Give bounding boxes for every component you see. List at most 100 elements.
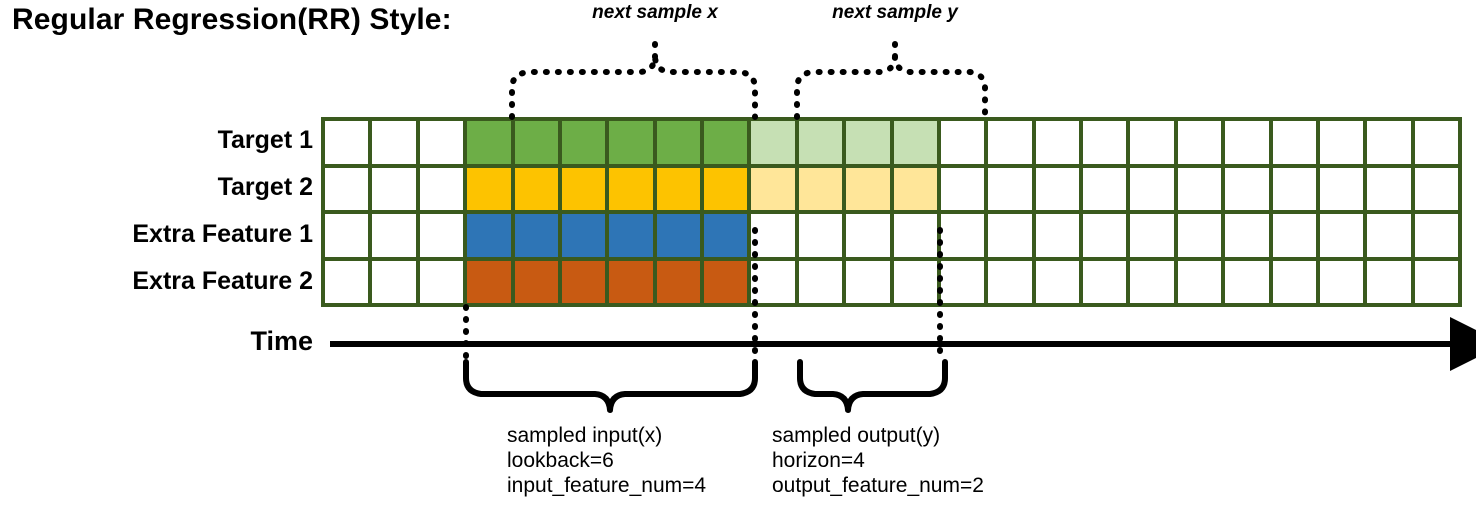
grid-cell-r2-c12 — [846, 167, 890, 210]
grid-cell-r1-c13 — [893, 121, 937, 164]
grid-cell-r3-c12 — [846, 214, 890, 257]
grid-cell-r4-c22 — [1319, 260, 1364, 303]
grid-cell-r3-c1 — [325, 214, 369, 257]
grid-cell-r1-c3 — [419, 121, 464, 164]
grid-cell-r2-c8 — [656, 167, 700, 210]
row-label-target-2: Target 2 — [217, 173, 313, 201]
grid-cell-r1-c11 — [798, 121, 843, 164]
caption-input-line-1: sampled input(x) — [507, 424, 663, 447]
grid-cell-r1-c9 — [704, 121, 748, 164]
grid-cell-r2-c17 — [1083, 167, 1127, 210]
grid-cell-r1-c5 — [514, 121, 558, 164]
grid-cell-r3-c14 — [940, 214, 985, 257]
grid-cell-r4-c17 — [1083, 260, 1127, 303]
caption-input-line-2: lookback=6 — [507, 449, 614, 472]
grid-cell-r1-c8 — [656, 121, 700, 164]
grid-cell-r2-c16 — [1035, 167, 1079, 210]
brace-sampled-input — [463, 359, 758, 413]
grid-cell-r4-c18 — [1130, 260, 1174, 303]
caption-sampled-input: sampled input(x) lookback=6 input_featur… — [507, 423, 706, 498]
grid-cell-r2-c9 — [704, 167, 748, 210]
annotation-next-sample-x: next sample x — [592, 2, 718, 23]
grid-cell-r3-c16 — [1035, 214, 1079, 257]
grid-cell-r3-c22 — [1319, 214, 1364, 257]
grid-cell-r2-c6 — [561, 167, 606, 210]
grid-cell-r4-c8 — [656, 260, 700, 303]
grid-cell-r3-c6 — [561, 214, 606, 257]
grid-cell-r2-c10 — [751, 167, 795, 210]
grid-cell-r3-c2 — [372, 214, 416, 257]
caption-output-line-2: horizon=4 — [772, 449, 865, 472]
grid-cell-r3-c7 — [609, 214, 653, 257]
grid-cell-r4-c11 — [798, 260, 843, 303]
grid-cell-r4-c6 — [561, 260, 606, 303]
grid-cell-r4-c19 — [1177, 260, 1222, 303]
grid-cell-r2-c19 — [1177, 167, 1222, 210]
grid-cell-r4-c23 — [1367, 260, 1411, 303]
timeseries-cell-grid — [321, 117, 1462, 307]
caption-output-line-1: sampled output(y) — [772, 424, 941, 447]
row-label-extra-feature-1: Extra Feature 1 — [132, 220, 313, 248]
grid-cell-r2-c15 — [988, 167, 1032, 210]
grid-cell-r2-c7 — [609, 167, 653, 210]
grid-cell-r2-c20 — [1225, 167, 1269, 210]
time-axis-label: Time — [250, 326, 313, 356]
grid-cell-r4-c9 — [704, 260, 748, 303]
grid-cell-r3-c3 — [419, 214, 464, 257]
grid-cell-r1-c21 — [1272, 121, 1316, 164]
grid-cell-r1-c12 — [846, 121, 890, 164]
row-label-target-1: Target 1 — [217, 126, 313, 154]
grid-cell-r4-c10 — [751, 260, 795, 303]
grid-cell-r3-c8 — [656, 214, 700, 257]
grid-cell-r4-c5 — [514, 260, 558, 303]
grid-cell-r1-c10 — [751, 121, 795, 164]
grid-cell-r3-c13 — [893, 214, 937, 257]
grid-cell-r1-c1 — [325, 121, 369, 164]
grid-cell-r1-c18 — [1130, 121, 1174, 164]
grid-cell-r1-c23 — [1367, 121, 1411, 164]
grid-cell-r1-c24 — [1414, 121, 1458, 164]
grid-cell-r4-c13 — [893, 260, 937, 303]
brace-sampled-output — [797, 359, 948, 413]
grid-cell-r4-c20 — [1225, 260, 1269, 303]
grid-cell-r2-c22 — [1319, 167, 1364, 210]
grid-cell-r3-c20 — [1225, 214, 1269, 257]
grid-cell-r3-c5 — [514, 214, 558, 257]
grid-cell-r1-c4 — [467, 121, 511, 164]
grid-cell-r1-c16 — [1035, 121, 1079, 164]
page-title: Regular Regression(RR) Style: — [12, 3, 452, 36]
grid-cell-r2-c2 — [372, 167, 416, 210]
grid-cell-r3-c18 — [1130, 214, 1174, 257]
grid-cell-r3-c10 — [751, 214, 795, 257]
grid-cell-r4-c3 — [419, 260, 464, 303]
grid-cell-r3-c11 — [798, 214, 843, 257]
grid-cell-r4-c14 — [940, 260, 985, 303]
grid-cell-r1-c6 — [561, 121, 606, 164]
row-label-extra-feature-2: Extra Feature 2 — [132, 267, 313, 295]
grid-cell-r4-c2 — [372, 260, 416, 303]
grid-cell-r1-c2 — [372, 121, 416, 164]
grid-cell-r2-c14 — [940, 167, 985, 210]
grid-cell-r1-c22 — [1319, 121, 1364, 164]
grid-cell-r4-c4 — [467, 260, 511, 303]
grid-cell-r2-c21 — [1272, 167, 1316, 210]
caption-output-line-3: output_feature_num=2 — [772, 474, 984, 497]
caption-input-line-3: input_feature_num=4 — [507, 474, 707, 497]
grid-cell-r2-c5 — [514, 167, 558, 210]
grid-cell-r3-c24 — [1414, 214, 1458, 257]
grid-cell-r1-c15 — [988, 121, 1032, 164]
grid-cell-r3-c9 — [704, 214, 748, 257]
grid-cell-r3-c21 — [1272, 214, 1316, 257]
grid-cell-r2-c11 — [798, 167, 843, 210]
grid-cell-r2-c3 — [419, 167, 464, 210]
grid-cell-r2-c23 — [1367, 167, 1411, 210]
grid-cell-r1-c20 — [1225, 121, 1269, 164]
grid-cell-r1-c14 — [940, 121, 985, 164]
grid-cell-r3-c17 — [1083, 214, 1127, 257]
grid-cell-r4-c24 — [1414, 260, 1458, 303]
row-label-column: Target 1 Target 2 Extra Feature 1 Extra … — [0, 117, 313, 307]
grid-cell-r2-c13 — [893, 167, 937, 210]
grid-cell-r2-c4 — [467, 167, 511, 210]
grid-cell-r4-c7 — [609, 260, 653, 303]
